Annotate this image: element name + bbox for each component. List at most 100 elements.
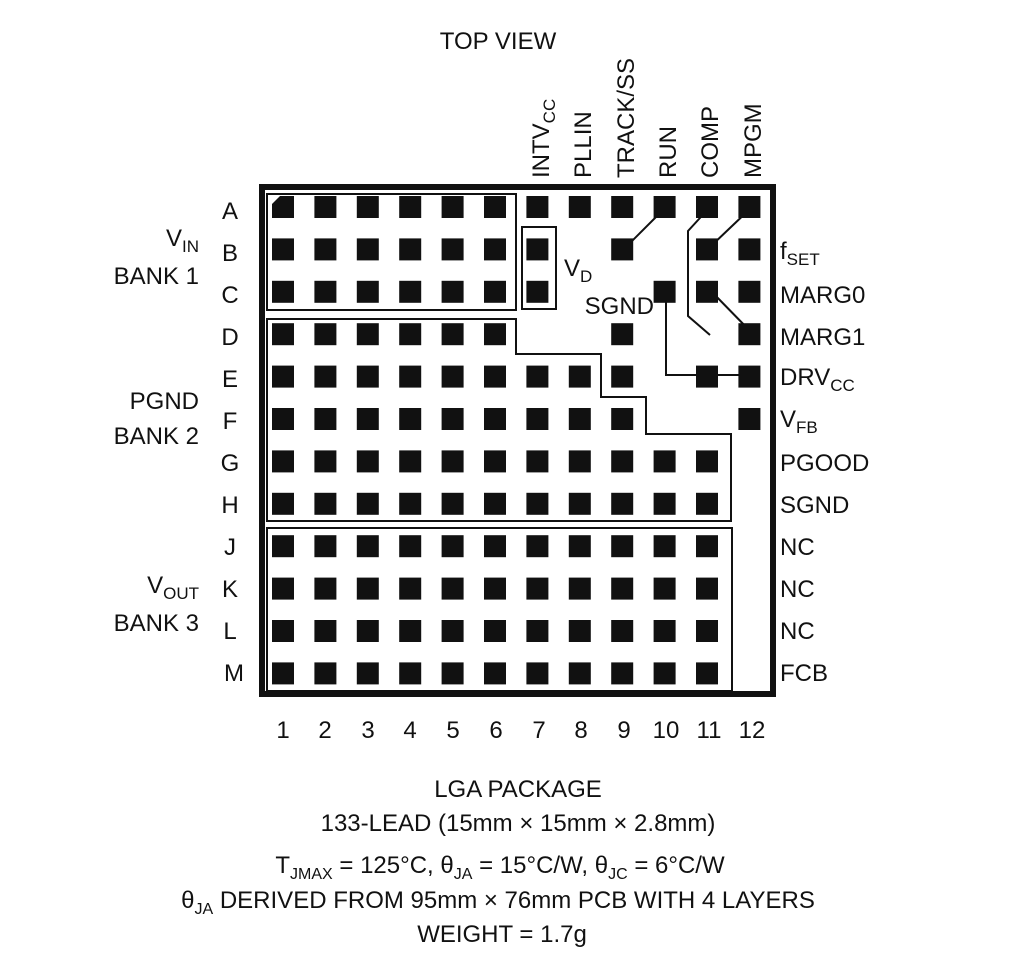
pad-b12 (738, 238, 761, 261)
col-label-11: 11 (697, 717, 722, 744)
row-label-j: J (224, 534, 236, 561)
pad-l3 (356, 620, 379, 642)
pad-f9 (611, 408, 634, 430)
pad-f1 (272, 408, 294, 430)
pad-c3 (356, 280, 379, 303)
pad-c1 (272, 280, 294, 303)
col-label-10: 10 (653, 717, 680, 744)
pad-h6 (484, 492, 506, 515)
pad-k1 (272, 577, 294, 600)
pad-g3 (356, 450, 379, 473)
pad-e1 (272, 365, 294, 388)
vin-bank-label: VIN (166, 225, 199, 256)
vin-bank-number: BANK 1 (114, 263, 199, 290)
row-label-f: F (223, 408, 238, 435)
pad-k4 (399, 577, 422, 600)
pad-f6 (484, 408, 506, 430)
pad-d12 (738, 323, 761, 346)
pad-m11 (696, 662, 718, 685)
pad-k6 (484, 577, 506, 600)
right-pin-labels: fSET MARG0 MARG1 DRVCC VFB PGOOD SGND NC… (780, 238, 869, 687)
row-label-k: K (222, 576, 238, 603)
pad-h3 (356, 492, 379, 515)
pad-d1 (272, 323, 294, 346)
left-bank-labels: VIN BANK 1 PGND BANK 2 VOUT BANK 3 (114, 225, 199, 637)
right-pin-nc-l: NC (780, 618, 815, 645)
right-pin-marg0: MARG0 (780, 282, 865, 309)
pad-e8 (568, 365, 591, 388)
pad-g5 (441, 450, 464, 473)
pad-g4 (399, 450, 422, 473)
pad-l1 (272, 620, 294, 642)
pad-e5 (441, 365, 464, 388)
pad-m4 (399, 662, 422, 685)
pad-e2 (314, 365, 337, 388)
pad-d6 (484, 323, 506, 346)
pad-m1 (272, 662, 294, 685)
pgnd-bank-label: PGND (130, 388, 199, 415)
pad-m7 (526, 662, 549, 685)
pad-b6 (484, 238, 506, 261)
pad-b4 (399, 238, 422, 261)
top-pin-comp: COMP (697, 106, 724, 178)
pad-a1 (272, 196, 294, 218)
pad-k10 (653, 577, 676, 600)
pad-c4 (399, 280, 422, 303)
pad-f4 (399, 408, 422, 430)
pad-m2 (314, 662, 337, 685)
pad-j8 (568, 535, 591, 558)
right-pin-pgood: PGOOD (780, 450, 869, 477)
pad-m8 (568, 662, 591, 685)
row-label-d: D (221, 324, 238, 351)
pad-g8 (568, 450, 591, 473)
pad-g10 (653, 450, 676, 473)
pad-e3 (356, 365, 379, 388)
pad-h1 (272, 492, 294, 515)
pad-k11 (696, 577, 718, 600)
col-label-6: 6 (489, 717, 502, 744)
pad-a4 (399, 196, 422, 218)
pad-l10 (653, 620, 676, 642)
pad-m6 (484, 662, 506, 685)
pad-b7 (526, 238, 549, 261)
pad-h4 (399, 492, 422, 515)
pad-e6 (484, 365, 506, 388)
row-label-g: G (221, 450, 240, 477)
pad-k9 (611, 577, 634, 600)
pad-g11 (696, 450, 718, 473)
connection-a11-d11 (687, 206, 711, 336)
pad-b3 (356, 238, 379, 261)
pad-h8 (568, 492, 591, 515)
pad-c2 (314, 280, 337, 303)
pad-c12 (738, 280, 761, 303)
col-label-3: 3 (361, 717, 374, 744)
vout-bank-label: VOUT (147, 572, 199, 603)
row-label-l: L (223, 618, 236, 645)
pad-e12 (738, 365, 761, 388)
internal-connections (625, 206, 753, 376)
vd-label: VD (564, 255, 592, 286)
pad-a2 (314, 196, 337, 218)
pad-b11 (696, 238, 718, 261)
pad-g7 (526, 450, 549, 473)
right-pin-fcb: FCB (780, 660, 828, 687)
row-label-e: E (222, 366, 238, 393)
row-label-a: A (222, 198, 238, 225)
pad-h11 (696, 492, 718, 515)
package-dimensions: 133-LEAD (15mm × 15mm × 2.8mm) (321, 810, 716, 837)
pad-b5 (441, 238, 464, 261)
pad-l9 (611, 620, 634, 642)
pad-d3 (356, 323, 379, 346)
pad-c10 (653, 280, 676, 303)
right-pin-drvcc: DRVCC (780, 364, 855, 395)
pad-l6 (484, 620, 506, 642)
pad-g9 (611, 450, 634, 473)
pad-a9 (611, 196, 634, 218)
pad-a8 (568, 196, 591, 218)
pad-l4 (399, 620, 422, 642)
pad-c6 (484, 280, 506, 303)
pad-f3 (356, 408, 379, 430)
pad-c7 (526, 280, 549, 303)
pad-d5 (441, 323, 464, 346)
